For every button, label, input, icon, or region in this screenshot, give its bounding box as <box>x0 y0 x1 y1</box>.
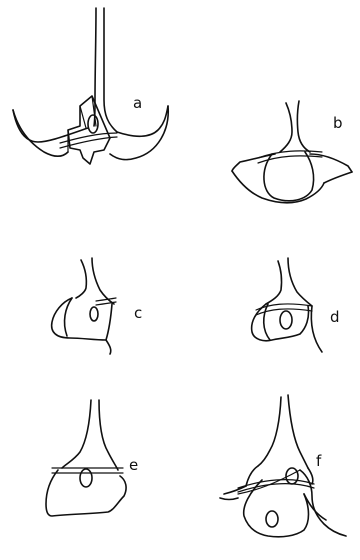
panel-b-label: b <box>333 114 343 132</box>
panel-c-drawing <box>52 258 116 354</box>
panel-a: a <box>13 8 168 164</box>
panel-d-label: d <box>330 308 340 326</box>
panel-c: c <box>52 258 143 354</box>
panel-a-drawing <box>13 8 168 164</box>
panel-f-drawing <box>220 395 346 537</box>
panel-a-label: a <box>133 94 142 112</box>
panel-b: b <box>232 101 352 203</box>
panel-e: e <box>46 400 138 516</box>
panel-f: f <box>220 395 346 537</box>
panel-c-label: c <box>134 304 142 322</box>
panel-f-label: f <box>316 452 322 470</box>
panel-e-label: e <box>129 456 138 474</box>
panel-d: d <box>252 258 340 352</box>
panel-d-drawing <box>252 258 322 352</box>
panel-e-drawing <box>46 400 126 516</box>
